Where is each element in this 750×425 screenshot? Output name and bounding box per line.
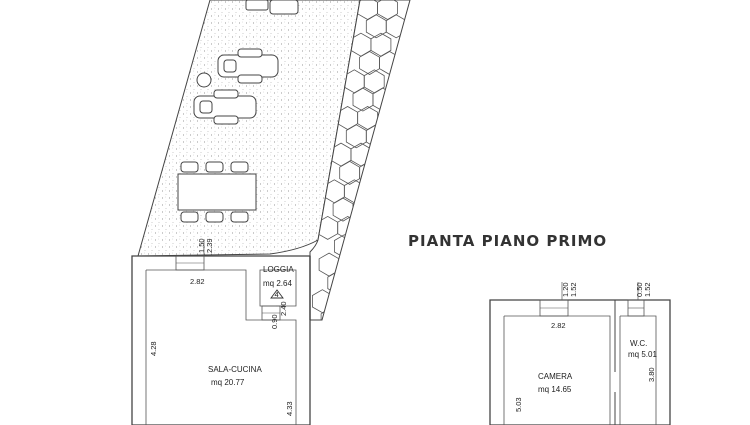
room-name-sala-cucina: SALA-CUCINA	[208, 365, 262, 374]
dim-camera-height: 5.03	[514, 397, 523, 412]
right-apartment	[489, 299, 671, 425]
dim-loggia-door-top: 0.90	[270, 314, 279, 329]
left-apartment	[131, 255, 311, 425]
room-name-loggia: LOGGIA	[263, 265, 294, 274]
room-area-wc: mq 5.01	[628, 350, 657, 359]
dimension-ticks	[203, 240, 639, 307]
dim-wc-window-top: 0.50	[635, 282, 644, 297]
dim-sala-window-bottom: 2.39	[205, 238, 214, 253]
hex-tile	[352, 197, 374, 222]
room-area-loggia: mq 2.64	[263, 279, 292, 288]
room-area-sala-cucina: mq 20.77	[211, 378, 245, 387]
dining-table	[177, 161, 257, 223]
level-mark: 4	[275, 290, 279, 299]
dim-sala-right: 4.33	[285, 401, 294, 416]
hex-tile	[315, 345, 335, 368]
dim-wc-height: 3.80	[647, 367, 656, 382]
armchair-1	[217, 48, 279, 84]
dim-sala-window-top: 1.50	[197, 238, 206, 253]
garden-furniture	[177, 0, 299, 223]
room-name-camera: CAMERA	[538, 372, 573, 381]
armchair-2	[193, 89, 257, 125]
dim-wc-window-bottom: 1.52	[643, 282, 652, 297]
room-name-wc: W.C.	[630, 339, 647, 348]
dim-camera-window-bottom: 1.52	[569, 282, 578, 297]
dim-sala-width: 2.82	[190, 277, 205, 286]
plan-title: PIANTA PIANO PRIMO	[408, 232, 607, 250]
dim-camera-window-top: 1.20	[561, 282, 570, 297]
room-area-camera: mq 14.65	[538, 385, 572, 394]
dim-loggia-door-bottom: 2.40	[279, 301, 288, 316]
dim-sala-height: 4.28	[149, 341, 158, 356]
dim-camera-width: 2.82	[551, 321, 566, 330]
